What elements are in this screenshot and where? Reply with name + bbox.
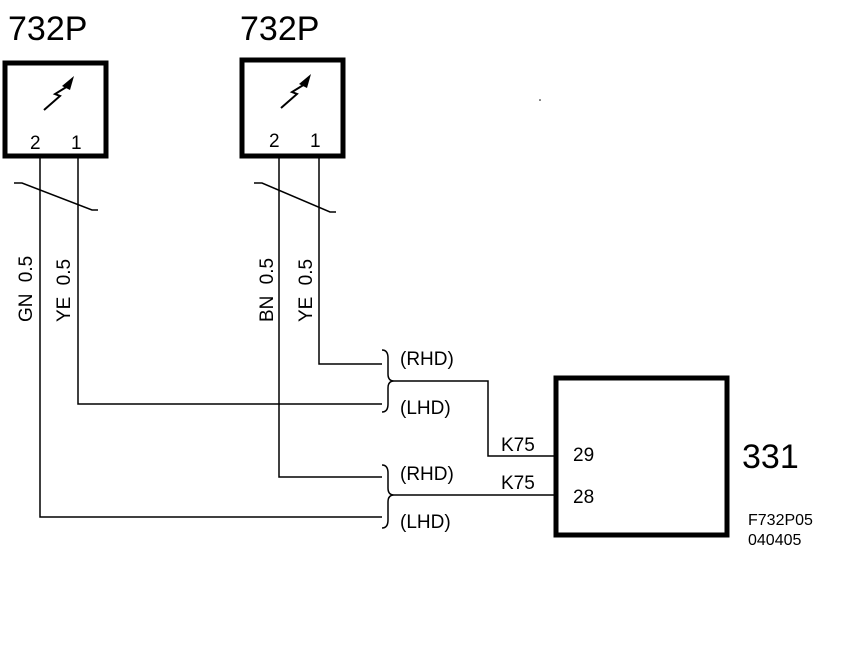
module-pin-28: 28 <box>573 487 594 508</box>
sensor-right-icon <box>280 74 311 109</box>
wire-gn-left <box>39 156 382 518</box>
sensor-left-icon <box>43 76 74 111</box>
reference-date: 040405 <box>748 532 801 549</box>
wire-ye-left-size: 0.5 <box>54 259 75 285</box>
component-right-label: 732P <box>240 10 319 48</box>
module-box <box>553 375 730 538</box>
twisted-pair-right-marker <box>254 182 336 213</box>
variant-upper-rhd: (RHD) <box>400 349 454 370</box>
component-right-pin-1: 1 <box>310 131 321 152</box>
component-left-box: 2 1 <box>2 60 109 159</box>
variant-lower-lhd: (LHD) <box>400 512 451 533</box>
wire-ye-right <box>318 156 382 365</box>
wire-bn-size: 0.5 <box>257 258 278 284</box>
stray-dot <box>539 99 541 101</box>
component-left-pin-1: 1 <box>71 133 82 154</box>
wire-gn-size: 0.5 <box>16 256 37 282</box>
module-pin-29: 29 <box>573 445 594 466</box>
brace-upper <box>381 349 395 413</box>
wire-gn-label: GN 0.5 <box>16 256 37 322</box>
wire-ye-left <box>77 156 382 405</box>
component-right-box: 2 1 <box>239 57 346 159</box>
module-label: 331 <box>742 438 799 476</box>
wire-ye-left-color: YE <box>54 297 75 322</box>
wire-ye-left-label: YE 0.5 <box>54 259 75 322</box>
component-left-pin-2: 2 <box>30 133 41 154</box>
variant-upper-lhd: (LHD) <box>400 398 451 419</box>
twisted-pair-left-marker <box>14 182 98 211</box>
variant-lower-rhd: (RHD) <box>400 464 454 485</box>
wire-bn-label: BN 0.5 <box>257 258 278 322</box>
wire-to-pin-29 <box>394 380 556 457</box>
component-left-label: 732P <box>8 10 87 48</box>
connector-upper-label: K75 <box>501 435 535 456</box>
wire-gn-color: GN <box>16 294 37 323</box>
wire-ye-right-color: YE <box>296 297 317 322</box>
reference-code: F732P05 <box>748 512 813 529</box>
connector-lower-label: K75 <box>501 473 535 494</box>
component-right-pin-2: 2 <box>269 131 280 152</box>
wire-bn-right <box>278 156 382 478</box>
wire-ye-right-label: YE 0.5 <box>296 259 317 322</box>
brace-lower <box>381 464 395 529</box>
wire-ye-right-size: 0.5 <box>296 259 317 285</box>
wire-bn-color: BN <box>257 296 278 322</box>
